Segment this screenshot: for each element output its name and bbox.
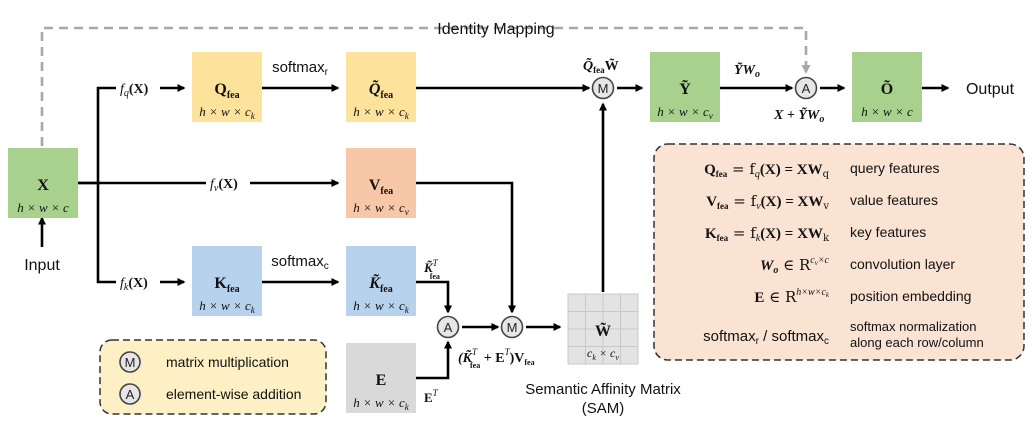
svg-text:Õ: Õ	[881, 78, 893, 98]
svg-text:h × w × cv: h × w × cv	[657, 104, 713, 121]
svg-text:K̃fea: K̃fea	[368, 273, 392, 295]
def-query-eq: Qfea = fq(X) = XWq	[704, 160, 830, 180]
x-box-dims: h × w × c	[17, 200, 69, 215]
sam-label-line1: Semantic Affinity Matrix	[525, 381, 681, 398]
sam-label-line2: (SAM)	[582, 400, 625, 417]
svg-text:fk(X): fk(X)	[120, 276, 148, 293]
e-transpose-label: ET	[424, 388, 439, 405]
softmax-r-label: softmaxr	[272, 59, 329, 78]
y-wo-label: ỸWo	[734, 60, 760, 80]
svg-text:A: A	[802, 81, 811, 96]
svg-text:h × w × ck: h × w × ck	[353, 298, 410, 315]
svg-text:M: M	[598, 81, 609, 96]
w-matrix-title: W̃	[595, 321, 611, 341]
v-to-m-wire	[416, 181, 516, 314]
k-fea-box: Kfea h × w × ck	[192, 246, 262, 316]
q-times-w-label: Q̃feaW̃	[583, 56, 619, 75]
def-key-desc: key features	[850, 224, 926, 240]
x-plus-label: X + ỸWo	[773, 105, 824, 125]
svg-text:Kfea: Kfea	[214, 275, 239, 295]
kt-to-a-wire	[416, 280, 452, 314]
x-to-k-wire	[96, 183, 186, 286]
svg-text:h × w × c: h × w × c	[861, 104, 913, 119]
x-box-rect	[8, 148, 78, 218]
def-wo-eq: Wo ∈ Rcv×c	[760, 255, 830, 276]
multiply-op-top: M	[591, 76, 615, 100]
fq-label: fq(X)	[116, 78, 160, 99]
svg-text:M: M	[125, 355, 136, 370]
fk-label: fk(X)	[116, 272, 160, 293]
identity-mapping-label: Identity Mapping	[437, 21, 554, 38]
svg-text:fq(X): fq(X)	[120, 82, 149, 99]
legend-multiply-text: matrix multiplication	[166, 354, 289, 370]
legend-add-icon: A	[119, 383, 141, 405]
legend-multiply-icon: M	[119, 351, 141, 373]
x-box: X h × w × c	[8, 148, 78, 218]
svg-text:E: E	[376, 372, 387, 389]
legend: M matrix multiplication A element-wise a…	[99, 339, 327, 415]
svg-text:A: A	[126, 387, 135, 402]
k-tilde-box: K̃fea h × w × ck	[346, 246, 416, 316]
def-softmax-desc: softmax normalization	[850, 319, 976, 334]
def-softmax-desc2: along each row/column	[850, 335, 984, 350]
q-tilde-box: Q̃fea h × w × ck	[346, 52, 416, 122]
svg-text:h × w × cv: h × w × cv	[353, 200, 409, 217]
svg-text:A: A	[444, 320, 453, 335]
x-box-title: X	[37, 177, 49, 194]
def-wo-desc: convolution layer	[850, 256, 955, 272]
o-box: Õ h × w × c	[852, 52, 922, 122]
v-fea-box: Vfea h × w × cv	[346, 148, 416, 218]
svg-text:h × w × ck: h × w × ck	[353, 395, 410, 412]
svg-text:fv(X): fv(X)	[210, 177, 238, 194]
identity-mapping-path	[40, 26, 811, 146]
e-to-a-wire	[416, 340, 452, 380]
q-fea-box: Qfea h × w × ck	[192, 52, 262, 122]
fv-label: fv(X)	[206, 173, 250, 194]
svg-text:Qfea: Qfea	[214, 81, 239, 101]
w-matrix: W̃ ck × cv	[567, 293, 639, 365]
svg-text:h × w × ck: h × w × ck	[353, 104, 410, 121]
svg-text:M: M	[507, 320, 518, 335]
multiply-op-bottom: M	[500, 315, 524, 339]
w-matrix-dims: ck × cv	[587, 346, 619, 362]
legend-add-text: element-wise addition	[166, 386, 301, 402]
add-op-top: A	[794, 76, 818, 100]
x-to-q-wire	[78, 84, 186, 185]
add-op-bottom: A	[436, 315, 460, 339]
softmax-c-label: softmaxc	[271, 253, 329, 272]
def-key-eq: Kfea = fk(X) = XWk	[705, 224, 830, 244]
def-e-desc: position embedding	[850, 288, 971, 304]
svg-text:h × w × ck: h × w × ck	[199, 298, 256, 315]
svg-text:Q̃fea: Q̃fea	[369, 79, 393, 101]
def-query-desc: query features	[850, 160, 940, 176]
definitions-box: Qfea = fq(X) = XWq query features Vfea =…	[653, 143, 1025, 361]
input-label: Input	[24, 257, 60, 274]
svg-text:Ỹ: Ỹ	[679, 78, 691, 98]
output-label: Output	[966, 81, 1015, 98]
svg-text:Vfea: Vfea	[369, 177, 393, 197]
def-value-eq: Vfea = fv(X) = XWv	[706, 192, 829, 212]
def-value-desc: value features	[850, 192, 938, 208]
y-box: Ỹ h × w × cv	[650, 52, 720, 122]
e-box: E h × w × ck	[346, 343, 416, 413]
svg-text:h × w × ck: h × w × ck	[199, 104, 256, 121]
def-e-eq: E ∈ Rh×w×ck	[754, 287, 830, 306]
def-softmax-eq: softmaxr / softmaxc	[703, 328, 829, 347]
